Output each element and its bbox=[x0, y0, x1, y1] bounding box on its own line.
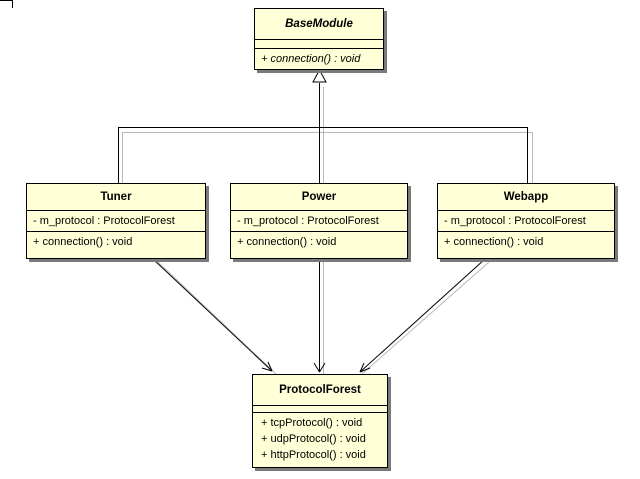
generalization-shadow-webapp bbox=[323, 132, 533, 183]
operations-section: + connection() : void bbox=[231, 231, 407, 252]
generalization-arrowhead bbox=[312, 68, 327, 83]
operation: + udpProtocol() : void bbox=[261, 433, 366, 445]
generalization-line-webapp bbox=[319, 127, 528, 183]
operations-section: + connection() : void bbox=[27, 231, 205, 252]
attributes-section bbox=[255, 39, 383, 48]
attributes-section: - m_protocol : ProtocolForest bbox=[27, 210, 205, 231]
attribute: - m_protocol : ProtocolForest bbox=[237, 215, 379, 227]
class-basemodule[interactable]: BaseModule + connection() : void bbox=[254, 8, 384, 70]
operation: + connection() : void bbox=[33, 236, 133, 248]
association-line-tuner bbox=[152, 258, 273, 372]
class-name: Tuner bbox=[100, 191, 132, 203]
attributes-section: - m_protocol : ProtocolForest bbox=[438, 210, 614, 231]
attribute: - m_protocol : ProtocolForest bbox=[33, 215, 175, 227]
operation: + httpProtocol() : void bbox=[261, 449, 366, 461]
association-line-webapp bbox=[359, 258, 486, 373]
class-name: BaseModule bbox=[285, 18, 353, 30]
attributes-section bbox=[253, 405, 387, 412]
association-arrowhead-webapp bbox=[359, 362, 371, 373]
operation: + connection() : void bbox=[237, 236, 337, 248]
class-webapp[interactable]: Webapp - m_protocol : ProtocolForest + c… bbox=[437, 183, 615, 259]
operations-section: + connection() : void bbox=[255, 48, 383, 69]
association-shadow-webapp bbox=[361, 261, 490, 375]
class-power[interactable]: Power - m_protocol : ProtocolForest + co… bbox=[230, 183, 408, 259]
association-arrowhead-power bbox=[313, 362, 326, 373]
attribute: - m_protocol : ProtocolForest bbox=[444, 215, 586, 227]
operations-section: + connection() : void bbox=[438, 231, 614, 252]
generalization-shadow-tuner bbox=[122, 87, 324, 183]
class-name: Webapp bbox=[503, 191, 549, 203]
class-protocolforest[interactable]: ProtocolForest + tcpProtocol() : void + … bbox=[252, 374, 388, 468]
operation: + connection() : void bbox=[261, 53, 361, 65]
class-name: Power bbox=[301, 191, 337, 203]
class-name: ProtocolForest bbox=[279, 384, 361, 396]
association-arrowhead-tuner bbox=[261, 361, 273, 372]
operations-section: + tcpProtocol() : void + udpProtocol() :… bbox=[253, 412, 387, 465]
operation: + tcpProtocol() : void bbox=[261, 417, 363, 429]
operation: + connection() : void bbox=[444, 236, 544, 248]
corner-mark bbox=[0, 0, 13, 8]
class-tuner[interactable]: Tuner - m_protocol : ProtocolForest + co… bbox=[26, 183, 206, 259]
attributes-section: - m_protocol : ProtocolForest bbox=[231, 210, 407, 231]
association-shadow-tuner bbox=[157, 261, 277, 375]
